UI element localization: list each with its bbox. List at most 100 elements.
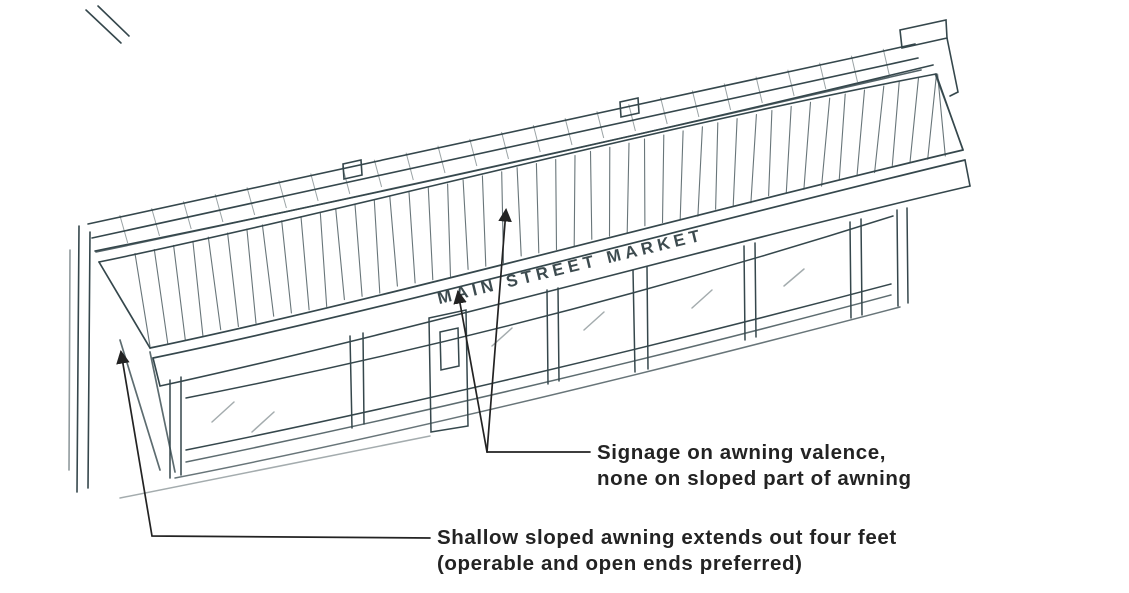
fascia-joint-ticks — [119, 48, 890, 244]
awning-hatch-line — [715, 122, 719, 210]
base-line — [174, 306, 901, 479]
signage-note-line1: Signage on awning valence, — [597, 441, 886, 464]
awning-valence — [152, 159, 971, 387]
fascia-joint-tick — [532, 124, 541, 153]
fascia-joint-tick — [278, 180, 287, 209]
awning-hatch-line — [697, 126, 703, 217]
awning-hatch-line — [909, 77, 920, 163]
roof-bracket — [342, 159, 363, 180]
awning-hatch-line — [535, 163, 540, 254]
building-right-corner — [946, 37, 959, 97]
fascia-joint-tick — [342, 166, 351, 195]
fascia-joint-tick — [119, 214, 129, 244]
fascia-joint-tick — [755, 76, 763, 104]
awning — [98, 73, 966, 473]
awning-hatch-line — [555, 158, 558, 251]
fascia-joint-tick — [691, 90, 700, 118]
fascia-joint-tick — [882, 48, 890, 76]
storefront-corner-post — [896, 207, 909, 307]
awning-hatch-line — [821, 97, 831, 187]
glass-reflections — [211, 268, 805, 433]
valence-left-edge — [152, 357, 161, 387]
awning-hatch-line — [679, 130, 684, 220]
fascia-joint-tick — [246, 187, 256, 216]
awning-hatch-line — [192, 240, 204, 338]
awning-hatch-line — [134, 252, 151, 347]
fascia-joint-tick — [819, 62, 827, 90]
awning-hatch-line — [573, 154, 576, 247]
left-wall-edge — [76, 225, 80, 493]
awning-hatch-line — [207, 236, 222, 331]
awning-front-bar — [152, 159, 966, 359]
fascia-joint-tick — [373, 159, 383, 188]
cornice-top-line — [87, 43, 916, 225]
storefront-post — [632, 266, 649, 373]
awning-hatch-line — [661, 134, 665, 224]
awning-hatch-line — [516, 167, 522, 257]
awning-note-line1: Shallow sloped awning extends out four f… — [437, 526, 897, 549]
awning-hatch-line — [750, 114, 757, 204]
fascia-joint-tick — [310, 173, 319, 202]
cornice-right-cap — [899, 19, 948, 49]
valence-bottom-edge — [159, 185, 971, 387]
left-wall-edge — [68, 249, 71, 471]
window-head-line — [185, 215, 894, 399]
awning-hatch-line — [227, 232, 239, 328]
awning-hatch-line — [447, 183, 452, 278]
roof-edge-line — [85, 9, 122, 44]
left-wall-edge — [87, 231, 91, 489]
awning-hatch-line — [373, 199, 381, 294]
awning-hatch-line — [319, 212, 328, 308]
bulkhead-line — [185, 294, 892, 463]
fascia-joint-tick — [405, 152, 414, 181]
building-linework — [68, 5, 959, 493]
storefront-door — [428, 309, 469, 433]
annotation-awning-note: Shallow sloped awning extends out four f… — [116, 349, 897, 575]
awning-hatch-line — [589, 150, 593, 240]
awning-hatch-line — [335, 208, 345, 301]
awning-hatch-line — [300, 216, 310, 311]
storefront-post — [349, 332, 365, 429]
signage-note-arrow-slope — [486, 207, 512, 453]
awning-hatch-line — [838, 93, 846, 180]
awning-right-edge — [935, 73, 964, 151]
cornice-mid-line — [91, 57, 919, 239]
awning-hatch-line — [261, 224, 275, 317]
awning-hatch-line — [389, 195, 398, 287]
awning-hatch-line — [481, 175, 487, 267]
fascia-joint-tick — [214, 194, 224, 223]
door-window — [439, 327, 460, 371]
valence-right-edge — [964, 159, 971, 187]
fascia-joint-tick — [437, 145, 446, 174]
awning-hatch-line — [354, 203, 363, 297]
fascia-joint-tick — [723, 83, 732, 111]
fascia-joint-tick — [787, 69, 795, 97]
awning-hatch-line — [937, 73, 946, 157]
roof-bracket — [619, 97, 640, 118]
awning-support-arm — [149, 351, 176, 473]
awning-hatch-line — [246, 228, 257, 324]
awning-hatch — [134, 73, 964, 347]
awning-hatch-line — [768, 109, 773, 197]
storefront-post — [743, 242, 757, 341]
storefront-post — [849, 218, 863, 319]
awning-hatch-line — [891, 81, 900, 167]
awning-hatch-line — [427, 187, 434, 281]
awning-hatch-line — [408, 191, 416, 284]
fascia-joint-tick — [596, 111, 605, 139]
awning-hatch-line — [874, 85, 885, 174]
fascia-joint-tick — [850, 55, 858, 83]
storefront-post — [546, 287, 560, 385]
awning-left-edge — [98, 261, 151, 349]
roof-edge-line — [97, 5, 130, 37]
awning-hatch-line — [173, 244, 186, 341]
awning-front-edge — [149, 149, 964, 349]
signage-note-line2: none on sloped part of awning — [597, 467, 912, 490]
fascia-joint-tick — [628, 104, 636, 132]
window-sill-line — [185, 283, 892, 451]
fascia-joint-tick — [182, 201, 192, 230]
fascia-joint-tick — [469, 138, 478, 167]
annotation-signage-note: Signage on awning valence, none on slope… — [453, 207, 912, 490]
